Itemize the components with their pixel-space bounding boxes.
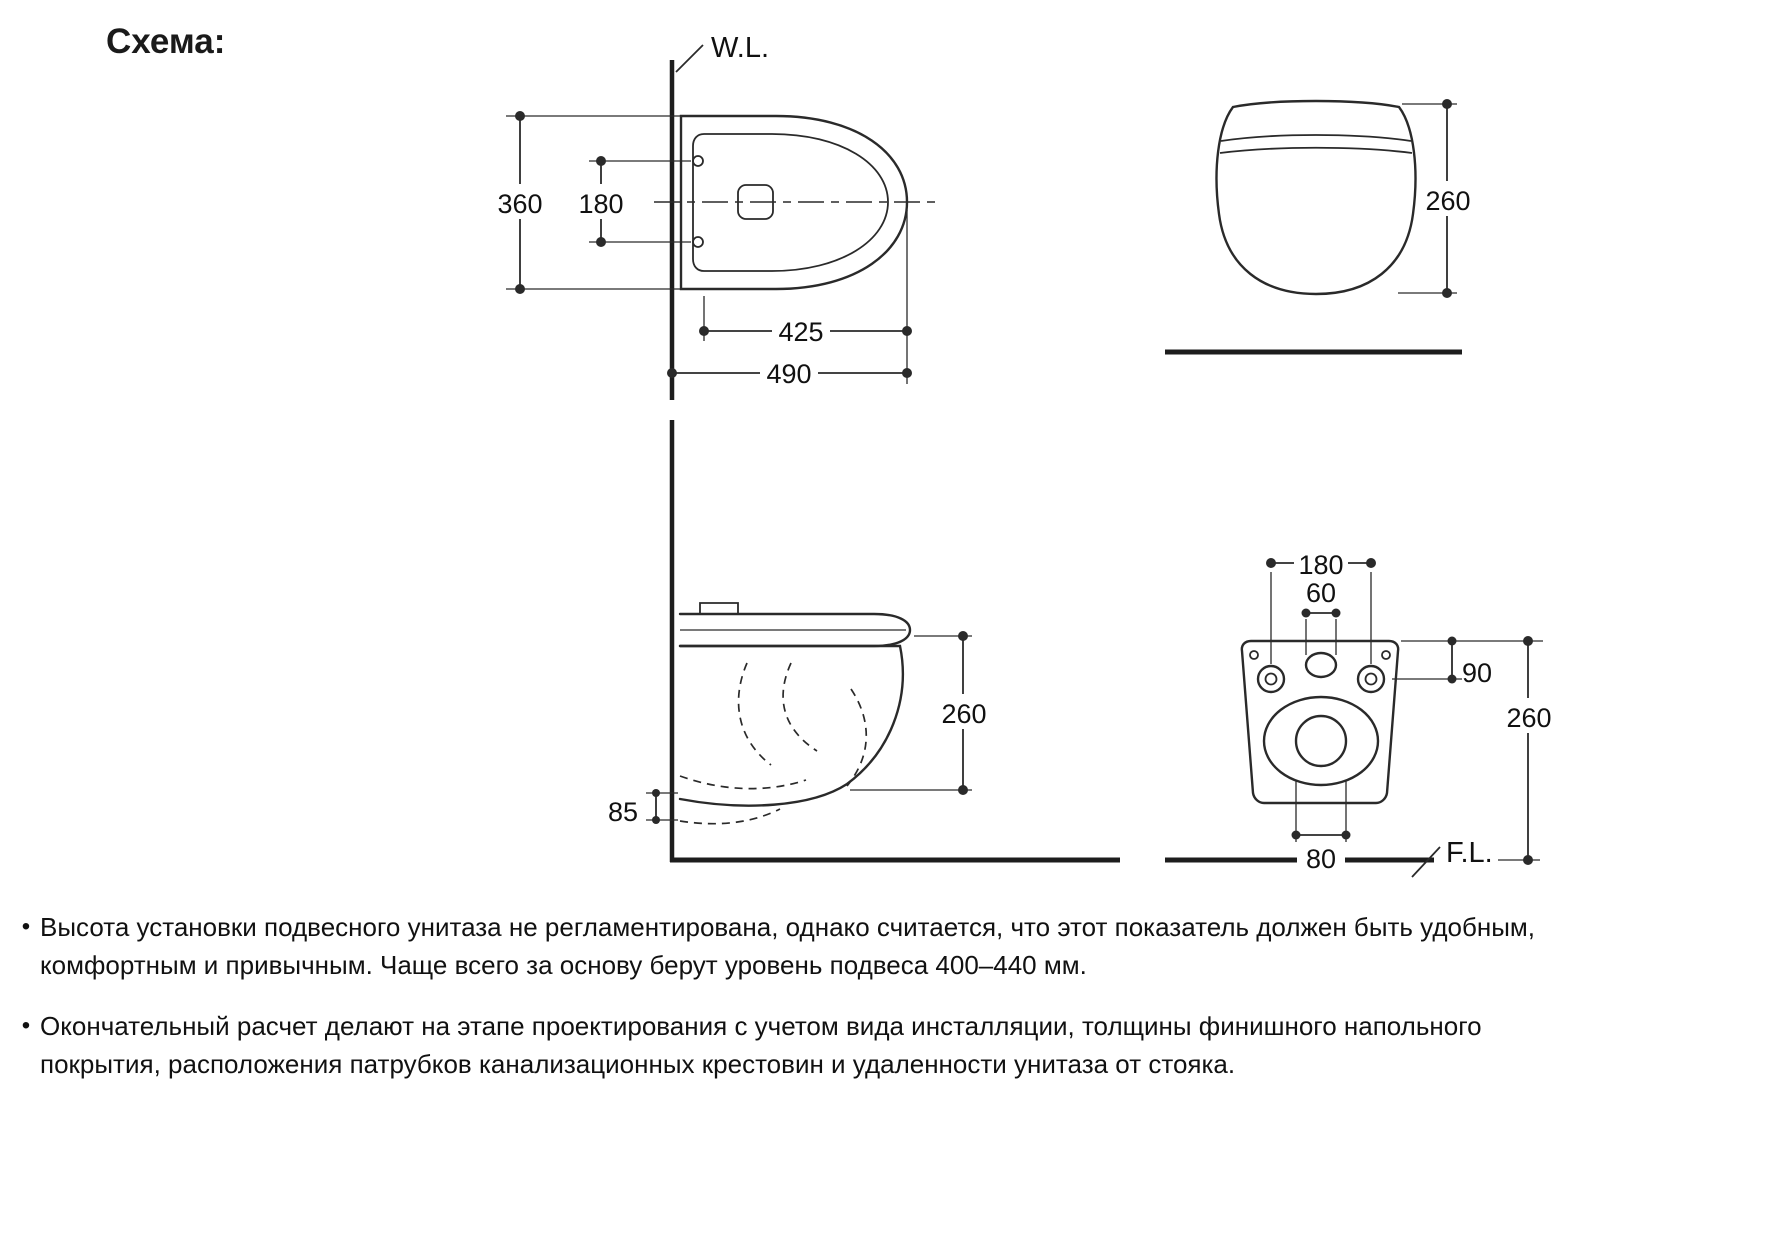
dim-180-rear-label: 180 bbox=[1298, 550, 1343, 580]
mount-hole-top bbox=[692, 155, 704, 167]
dimension-dot bbox=[1301, 608, 1311, 618]
fixing-hole-right bbox=[1356, 664, 1386, 694]
side-view: 260 85 bbox=[608, 420, 1120, 863]
corner-screw-hole bbox=[1249, 650, 1259, 660]
label-mask bbox=[493, 184, 547, 219]
note-line: Окончательный расчет делают на этапе про… bbox=[40, 1011, 1482, 1041]
dimension-dot bbox=[1523, 636, 1533, 646]
dimension-dot bbox=[1291, 830, 1301, 840]
dim-60-label: 60 bbox=[1306, 578, 1336, 608]
mount-hole-bottom bbox=[692, 236, 704, 248]
label-mask bbox=[574, 184, 628, 219]
note-text: Окончательный расчет делают на этапе про… bbox=[40, 1007, 1482, 1083]
note-text: Высота установки подвесного унитаза не р… bbox=[40, 908, 1535, 984]
dim-360-label: 360 bbox=[497, 189, 542, 219]
dim-90-label: 90 bbox=[1462, 658, 1492, 688]
trap-dashed-line bbox=[737, 662, 772, 766]
label-mask bbox=[1500, 698, 1558, 733]
dim-85-label: 85 bbox=[608, 797, 638, 827]
dim-260-side-label: 260 bbox=[941, 699, 986, 729]
corner-screw-hole bbox=[1381, 650, 1391, 660]
dimension-dot bbox=[1366, 558, 1376, 568]
dimension-dot bbox=[1447, 636, 1457, 646]
dim-80-label: 80 bbox=[1306, 844, 1336, 874]
trap-dashed-line bbox=[782, 662, 818, 752]
bullet-marker: • bbox=[21, 1012, 31, 1039]
dim-180-label: 180 bbox=[578, 189, 623, 219]
label-mask bbox=[772, 314, 830, 349]
dimension-dot bbox=[596, 156, 606, 166]
label-mask bbox=[1419, 181, 1477, 216]
trap-dashed-line bbox=[679, 775, 807, 790]
floor-line-label: F.L. bbox=[1446, 837, 1493, 869]
page-title: Схема: bbox=[106, 22, 226, 61]
rear-view: F.L. 180 60 90 bbox=[1165, 546, 1558, 878]
notes-section: • Высота установки подвесного унитаза не… bbox=[0, 908, 1766, 1106]
floor-line-tick bbox=[1411, 846, 1441, 878]
water-line-label: W.L. bbox=[711, 32, 769, 64]
technical-drawing: W.L. 360 180 425 49 bbox=[493, 32, 1558, 878]
bowl-rear-outline bbox=[1240, 639, 1400, 805]
seat-edge-line bbox=[1219, 146, 1413, 154]
dimension-dot bbox=[515, 284, 525, 294]
label-mask bbox=[760, 356, 818, 391]
dim-260-rear-label: 260 bbox=[1506, 703, 1551, 733]
dimension-dot bbox=[652, 816, 660, 824]
dimension-dot bbox=[596, 237, 606, 247]
dim-260-front-label: 260 bbox=[1425, 186, 1470, 216]
dimension-dot bbox=[1447, 674, 1457, 684]
dim-425-label: 425 bbox=[778, 317, 823, 347]
drain-outlet-inner bbox=[1294, 714, 1348, 768]
fixing-hole-left-inner bbox=[1264, 672, 1278, 686]
seat-hinge bbox=[699, 602, 739, 614]
label-mask bbox=[935, 694, 993, 729]
dimension-dot bbox=[902, 326, 912, 336]
dimension-dot bbox=[699, 326, 709, 336]
note-line: покрытия, расположения патрубков канализ… bbox=[40, 1049, 1236, 1079]
note-item: • Высота установки подвесного унитаза не… bbox=[0, 908, 1766, 984]
front-view: 260 bbox=[1165, 99, 1477, 355]
dimension-dot bbox=[1331, 608, 1341, 618]
top-view: W.L. 360 180 425 49 bbox=[493, 32, 942, 400]
dimension-dot bbox=[515, 111, 525, 121]
seat-edge-line bbox=[1220, 134, 1412, 142]
dimension-dot bbox=[1523, 855, 1533, 865]
dim-490-label: 490 bbox=[766, 359, 811, 389]
seat-inner-outline bbox=[692, 133, 889, 272]
water-inlet bbox=[1304, 651, 1338, 679]
note-line: комфортным и привычным. Чаще всего за ос… bbox=[40, 950, 1087, 980]
drain-dashed-line bbox=[679, 808, 781, 825]
dimension-dot bbox=[652, 789, 660, 797]
dimension-dot bbox=[958, 785, 968, 795]
fixing-hole-left bbox=[1256, 664, 1286, 694]
dimension-dot bbox=[1442, 99, 1452, 109]
dimension-dot bbox=[902, 368, 912, 378]
label-mask bbox=[1294, 546, 1348, 581]
drain-outlet bbox=[1262, 695, 1380, 787]
label-mask bbox=[1297, 842, 1345, 874]
dimension-dot bbox=[958, 631, 968, 641]
dimension-dot bbox=[1341, 830, 1351, 840]
dimension-dot bbox=[667, 368, 677, 378]
dimension-dot bbox=[1442, 288, 1452, 298]
bullet-marker: • bbox=[21, 913, 31, 940]
water-line-tick bbox=[675, 44, 704, 73]
note-line: Высота установки подвесного унитаза не р… bbox=[40, 912, 1535, 942]
note-item: • Окончательный расчет делают на этапе п… bbox=[0, 1007, 1766, 1083]
fixing-hole-right-inner bbox=[1364, 672, 1378, 686]
dimension-dot bbox=[1266, 558, 1276, 568]
bowl-front-outline bbox=[1215, 99, 1417, 296]
bowl-side-outline bbox=[678, 644, 904, 807]
